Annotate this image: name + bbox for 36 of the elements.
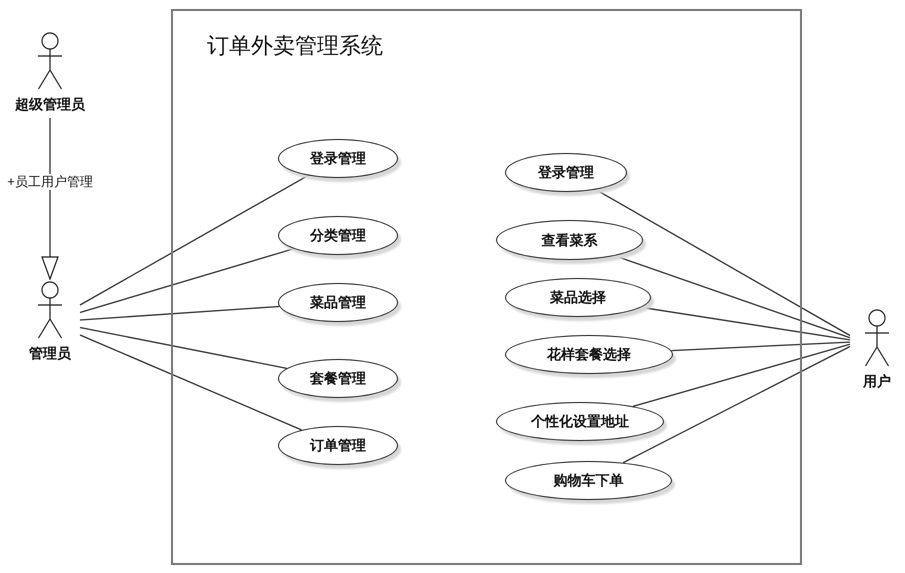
edge-label: +员工用户管理 — [6, 174, 94, 190]
use-case-label: 登录管理 — [538, 164, 594, 181]
use-case-label: 菜品管理 — [310, 294, 366, 311]
use-case-label: 分类管理 — [310, 227, 366, 244]
use-case-ellipse — [496, 402, 664, 441]
system-boundary — [171, 9, 802, 565]
connector-line — [80, 248, 294, 314]
use-case-label: 菜品选择 — [550, 289, 606, 306]
actor-label: 超级管理员 — [15, 96, 85, 113]
actor-label: 用户 — [863, 373, 891, 390]
system-title: 订单外卖管理系统 — [207, 33, 383, 59]
connector-line — [632, 344, 850, 407]
use-case-label: 套餐管理 — [310, 370, 366, 387]
connector-line — [614, 255, 850, 338]
use-case-ellipse — [278, 216, 398, 255]
connector-line — [80, 326, 287, 369]
connector-line — [595, 188, 850, 336]
use-case-ellipse — [278, 283, 398, 322]
arrow — [41, 118, 59, 280]
use-case-label: 登录管理 — [310, 150, 366, 167]
actor-label: 管理员 — [29, 345, 71, 362]
use-case-label: 订单管理 — [310, 437, 366, 454]
use-case-label: 花样套餐选择 — [547, 346, 631, 363]
use-case-label: 个性化设置地址 — [531, 413, 629, 430]
connector-line — [80, 334, 302, 431]
use-case-label: 购物车下单 — [554, 472, 624, 489]
connector-line — [80, 306, 280, 321]
connector-line — [640, 306, 850, 341]
connector-line — [80, 174, 309, 306]
use-case-ellipse — [505, 153, 627, 192]
use-case-label: 查看菜系 — [542, 232, 598, 248]
connector-line — [671, 341, 850, 352]
use-case-ellipse — [278, 426, 398, 465]
use-case-ellipse — [278, 359, 398, 398]
use-case-ellipse — [278, 139, 398, 178]
connector-line — [622, 346, 850, 464]
